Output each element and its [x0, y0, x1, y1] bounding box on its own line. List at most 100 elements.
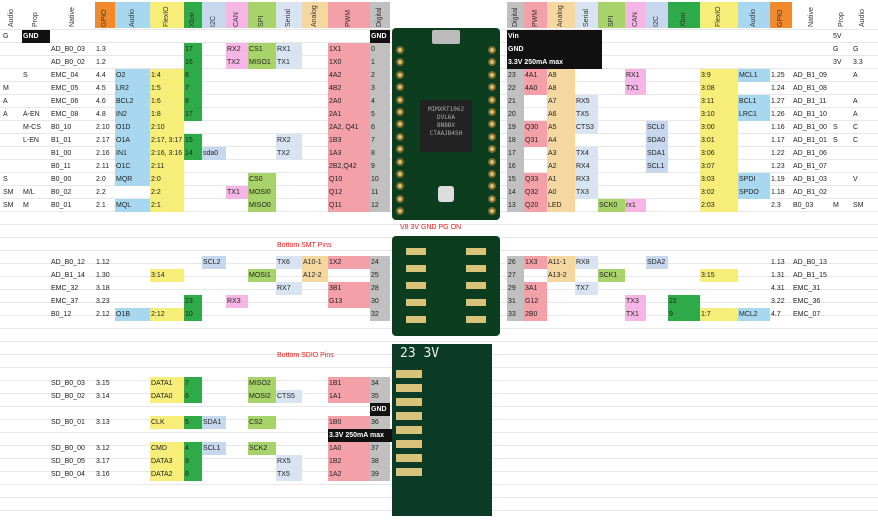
table-cell: 1A0	[328, 442, 370, 455]
table-cell: 2A0	[328, 95, 370, 108]
table-cell: AD_B1_03	[793, 176, 827, 183]
table-cell: 2.2	[96, 189, 106, 196]
table-cell: RX3	[226, 295, 248, 308]
table-cell: 17	[184, 108, 202, 121]
column-header-bg	[248, 2, 276, 28]
table-cell: 1.25	[771, 72, 785, 79]
table-cell: SDA1	[202, 416, 226, 429]
table-cell: 4.8	[96, 111, 106, 118]
smt-pad	[466, 299, 486, 306]
table-cell: SPDI	[738, 173, 770, 186]
table-cell: 3.16	[96, 471, 110, 478]
table-cell: 14	[184, 147, 202, 160]
table-cell: RX2	[276, 134, 302, 147]
table-cell: TX2	[226, 56, 248, 69]
table-cell: EMC_31	[793, 285, 821, 292]
table-cell: 2.16	[96, 150, 110, 157]
table-cell: 15	[184, 134, 202, 147]
table-cell: Q10	[328, 173, 370, 186]
table-cell: 11	[370, 186, 390, 199]
table-cell: 2A1	[328, 108, 370, 121]
table-cell: rx1	[625, 199, 646, 212]
table-cell: O1B	[115, 308, 150, 321]
table-cell: IN2	[115, 108, 150, 121]
table-cell: CS2	[248, 416, 276, 429]
table-cell: A-EN	[23, 111, 40, 118]
column-header: Audio	[8, 9, 15, 27]
table-cell: 3V	[833, 59, 842, 66]
table-cell: 1:7	[700, 308, 738, 321]
pin-hole	[488, 170, 496, 178]
table-cell: GND	[370, 30, 390, 43]
table-cell: 33	[507, 308, 524, 321]
table-cell: B0_02	[51, 189, 72, 196]
table-cell: 6	[184, 69, 202, 82]
column-header-bg	[770, 2, 792, 28]
table-cell: MCL2	[738, 308, 770, 321]
table-cell: GND	[507, 43, 602, 56]
table-cell: 1.31	[771, 272, 785, 279]
column-header: PWM	[531, 9, 539, 27]
program-button	[438, 186, 454, 202]
table-cell: A3	[547, 147, 575, 160]
column-header-bg	[668, 2, 700, 28]
table-cell: 3.12	[96, 445, 110, 452]
smt-pad	[406, 265, 426, 272]
table-cell: 4.5	[96, 85, 106, 92]
column-header-bg	[646, 2, 668, 28]
table-cell: BCL2	[115, 95, 150, 108]
table-cell: MQL	[115, 199, 150, 212]
table-cell: 18	[507, 134, 524, 147]
table-cell: 1X1	[328, 43, 370, 56]
table-cell: RX3	[575, 173, 598, 186]
table-cell: 7	[370, 134, 390, 147]
table-cell: TX1	[226, 186, 248, 199]
table-cell: AD_B1_00	[793, 124, 827, 131]
pin-hole	[488, 83, 496, 92]
table-cell: A12-2	[302, 269, 328, 282]
pin-hole	[396, 194, 404, 203]
table-cell: AD_B1_08	[793, 85, 827, 92]
sdio-board-silkscreen: 23 3V	[400, 346, 440, 361]
table-cell: 4.6	[96, 98, 106, 105]
pin-hole	[396, 83, 404, 92]
column-header: PWM	[345, 9, 352, 27]
table-cell: AD_B1_10	[793, 111, 827, 118]
table-cell: Q30	[524, 121, 547, 134]
table-cell: M/L	[23, 189, 35, 196]
table-cell: B0_03	[793, 202, 814, 209]
table-cell: LED	[547, 199, 575, 212]
table-cell: S	[833, 124, 838, 131]
table-cell: 1:5	[150, 82, 184, 95]
table-cell: 1:4	[150, 69, 184, 82]
pin-hole	[396, 70, 404, 79]
table-cell: A1	[547, 173, 575, 186]
table-cell: RX2	[226, 43, 248, 56]
table-cell: O2	[115, 69, 150, 82]
table-cell: A8	[547, 82, 575, 95]
table-cell: 2.1	[96, 202, 106, 209]
table-cell: A13-2	[547, 269, 575, 282]
table-cell: MOSI1	[248, 269, 276, 282]
column-header: SPI	[258, 15, 265, 27]
table-cell: B1_01	[51, 137, 72, 144]
table-cell: EMC_04	[51, 72, 79, 79]
table-cell: 3	[370, 82, 390, 95]
table-cell: Q20	[524, 199, 547, 212]
table-cell: 1.19	[771, 176, 785, 183]
pin-hole	[488, 157, 496, 166]
column-header: Serial	[285, 9, 292, 27]
table-cell: SCL1	[646, 160, 668, 173]
table-cell: 32	[370, 308, 390, 321]
table-cell: 9	[370, 160, 390, 173]
table-cell: SPDO	[738, 186, 770, 199]
table-cell: SM	[853, 202, 864, 209]
table-cell: 1.22	[771, 150, 785, 157]
column-header-bg	[328, 2, 370, 28]
teensy-board-top-image: MIMXRT1062 DVL6A BN8BX CTAAJB4SH	[392, 28, 500, 220]
table-cell: AD_B1_01	[793, 137, 827, 144]
pin-hole	[396, 170, 404, 178]
table-cell: M	[23, 202, 29, 209]
table-cell: 23	[507, 69, 524, 82]
